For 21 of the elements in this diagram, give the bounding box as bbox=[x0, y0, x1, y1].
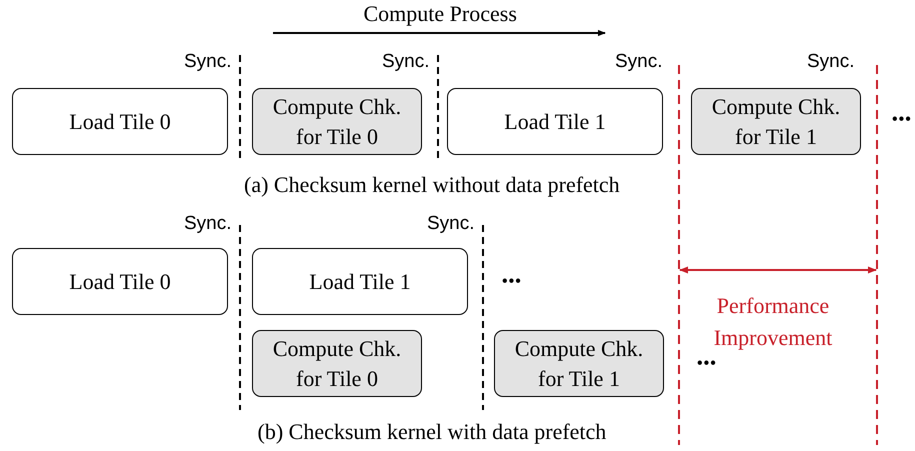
caption: (a) Checksum kernel without data prefetch bbox=[244, 173, 620, 197]
sync-label: Sync. bbox=[382, 50, 430, 74]
compute-box: Compute Chk. for Tile 1 bbox=[494, 330, 664, 397]
ellipsis: ••• bbox=[502, 272, 522, 292]
load-box: Load Tile 0 bbox=[12, 248, 228, 315]
sync-label: Sync. bbox=[615, 50, 663, 74]
annotation-label: Performance Improvement bbox=[712, 292, 834, 352]
load-box: Load Tile 0 bbox=[12, 88, 228, 155]
compute-box: Compute Chk. for Tile 1 bbox=[691, 88, 861, 155]
sync-label: Sync. bbox=[184, 212, 232, 236]
load-box: Load Tile 1 bbox=[252, 248, 468, 315]
compute-box: Compute Chk. for Tile 0 bbox=[252, 330, 422, 397]
load-box: Load Tile 1 bbox=[447, 88, 663, 155]
sync-label: Sync. bbox=[427, 212, 475, 236]
sync-label: Sync. bbox=[807, 50, 855, 74]
axis-label: Compute Process bbox=[364, 2, 517, 26]
ellipsis: ••• bbox=[892, 110, 912, 130]
caption: (b) Checksum kernel with data prefetch bbox=[258, 420, 606, 444]
ellipsis: ••• bbox=[697, 354, 717, 374]
compute-box: Compute Chk. for Tile 0 bbox=[252, 88, 422, 155]
sync-label: Sync. bbox=[184, 50, 232, 74]
